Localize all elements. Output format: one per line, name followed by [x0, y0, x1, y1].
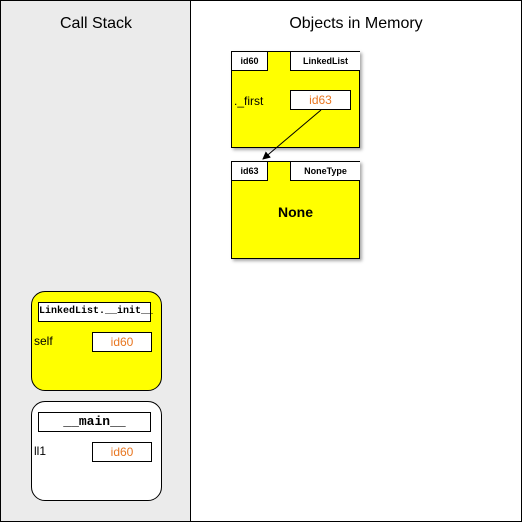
- attribute-value-first[interactable]: id63: [290, 90, 351, 110]
- variable-value-self[interactable]: id60: [92, 332, 152, 352]
- stack-frame-main[interactable]: __main__ ll1 id60: [31, 401, 162, 501]
- memory-title: Objects in Memory: [289, 15, 423, 32]
- object-type-label: LinkedList: [290, 52, 360, 71]
- call-stack-title: Call Stack: [59, 15, 133, 32]
- object-type-label: NoneType: [290, 162, 360, 181]
- variable-name-self: self: [34, 334, 53, 348]
- object-id-label: id63: [232, 162, 268, 181]
- memory-object-linkedlist[interactable]: id60 LinkedList ._first id63: [231, 51, 360, 148]
- variable-value-ll1[interactable]: id60: [92, 442, 152, 462]
- frame-name: __main__: [38, 412, 151, 432]
- stack-frame-linkedlist-init[interactable]: LinkedList.__init__ self id60: [31, 291, 162, 391]
- memory-object-nonetype[interactable]: id63 NoneType None: [231, 161, 360, 259]
- object-value: None: [278, 204, 313, 220]
- object-id-label: id60: [232, 52, 268, 71]
- call-stack-panel: Call Stack LinkedList.__init__ self id60…: [0, 0, 192, 522]
- variable-name-ll1: ll1: [34, 444, 47, 458]
- frame-name: LinkedList.__init__: [38, 302, 153, 322]
- attribute-name-first: ._first: [234, 94, 264, 108]
